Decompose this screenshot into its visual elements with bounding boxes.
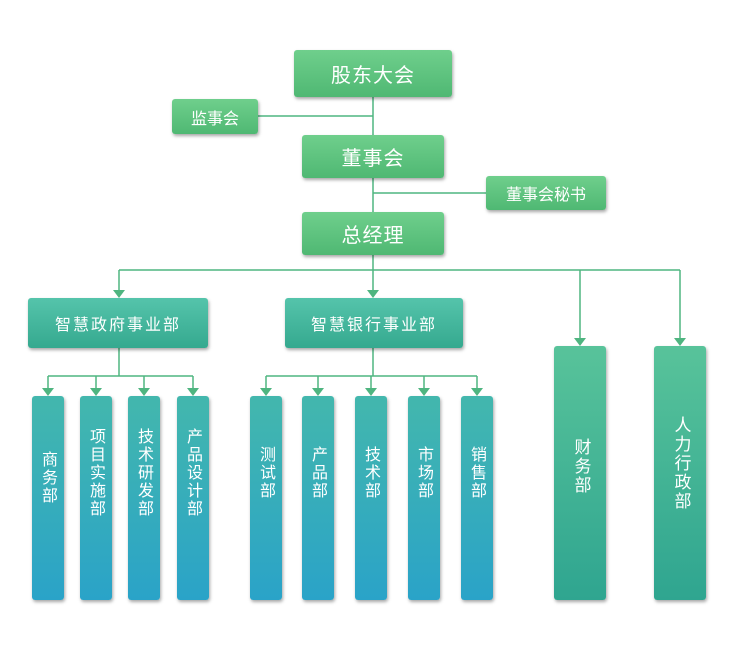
- dept-product-design-label: 产品设计部: [184, 428, 203, 518]
- dept-hr-admin-label: 人力行政部: [670, 416, 691, 511]
- dept-finance: 财务部: [554, 346, 606, 600]
- dept-technology: 技术部: [355, 396, 387, 600]
- board-of-directors-box: 董事会: [302, 135, 444, 178]
- dept-finance-label: 财务部: [570, 438, 591, 495]
- dept-sales-label: 销售部: [468, 446, 487, 500]
- dept-project-implementation-label: 项目实施部: [87, 428, 106, 518]
- dept-testing-label: 测试部: [257, 446, 276, 500]
- dept-project-implementation: 项目实施部: [80, 396, 112, 600]
- dept-technology-label: 技术部: [362, 446, 381, 500]
- smart-government-division-box: 智慧政府事业部: [28, 298, 208, 348]
- dept-marketing: 市场部: [408, 396, 440, 600]
- dept-product-design: 产品设计部: [177, 396, 209, 600]
- dept-commerce: 商务部: [32, 396, 64, 600]
- supervisory-board-box: 监事会: [172, 99, 258, 134]
- dept-marketing-label: 市场部: [415, 446, 434, 500]
- general-manager-box: 总经理: [302, 212, 444, 255]
- dept-tech-rd-label: 技术研发部: [135, 428, 154, 518]
- dept-product-label: 产品部: [309, 446, 328, 500]
- dept-sales: 销售部: [461, 396, 493, 600]
- dept-hr-admin: 人力行政部: [654, 346, 706, 600]
- shareholders-meeting-box: 股东大会: [294, 50, 452, 97]
- dept-product: 产品部: [302, 396, 334, 600]
- smart-bank-division-box: 智慧银行事业部: [285, 298, 463, 348]
- dept-commerce-label: 商务部: [39, 451, 58, 505]
- board-secretary-box: 董事会秘书: [486, 176, 606, 210]
- dept-tech-rd: 技术研发部: [128, 396, 160, 600]
- dept-testing: 测试部: [250, 396, 282, 600]
